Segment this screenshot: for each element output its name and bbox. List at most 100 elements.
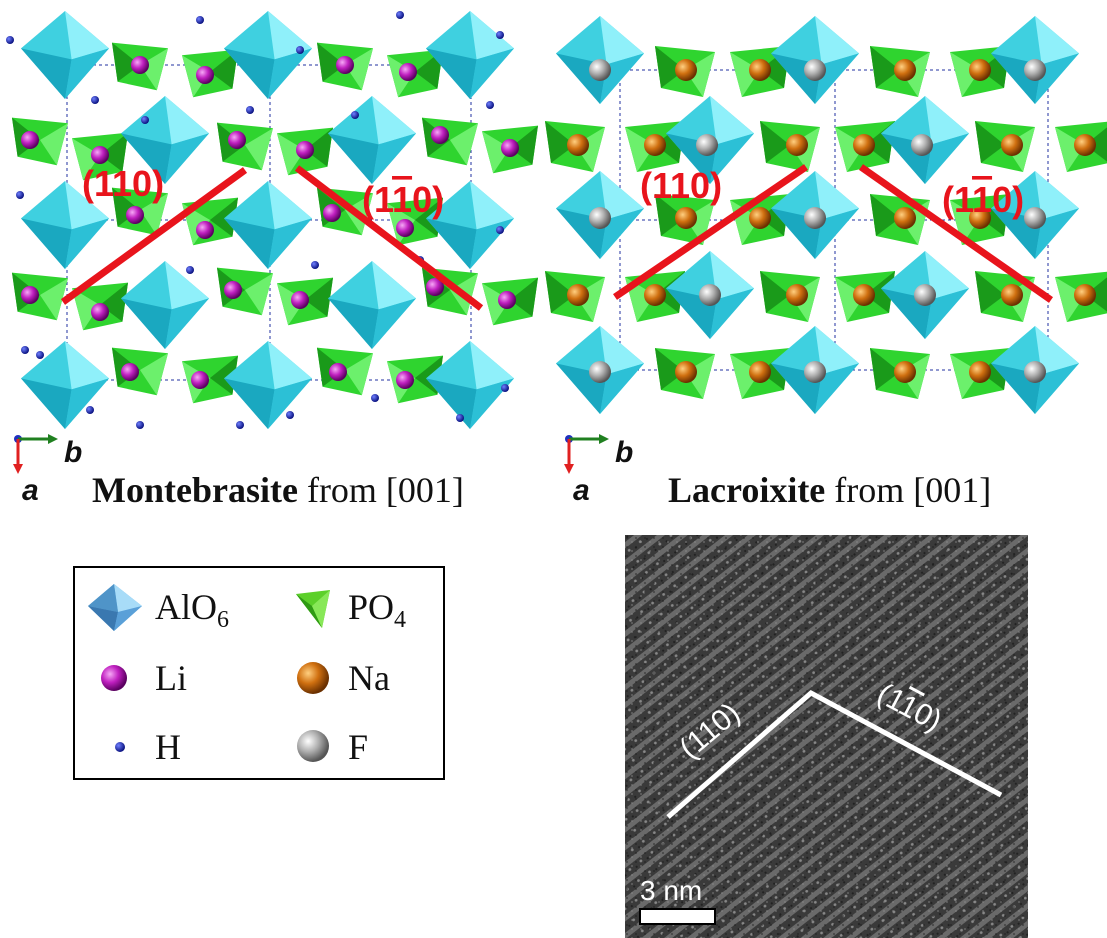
li-atom xyxy=(228,131,246,149)
f-sphere-icon xyxy=(297,730,329,762)
na-atom xyxy=(675,59,697,81)
li-atom xyxy=(498,291,516,309)
f-atom xyxy=(911,134,933,156)
h-atom xyxy=(141,116,149,124)
na-atom xyxy=(969,361,991,383)
li-atom xyxy=(296,141,314,159)
na-atom xyxy=(567,134,589,156)
li-atom xyxy=(21,131,39,149)
montebrasite-axis-indicator: b a xyxy=(13,434,82,507)
li-atom xyxy=(91,146,109,164)
li-sphere-icon xyxy=(101,665,127,691)
po4-tetrahedron xyxy=(835,271,895,322)
lacroixite-plane-1-10-line xyxy=(858,164,1054,303)
h-atom xyxy=(16,191,24,199)
li-atom xyxy=(431,126,449,144)
li-atom xyxy=(91,303,109,321)
lacroixite-plane-1-10-label: (110) xyxy=(942,179,1024,220)
na-atom xyxy=(969,207,991,229)
li-atom xyxy=(191,371,209,389)
montebrasite-caption: Montebrasite from [001] xyxy=(92,470,464,510)
h-atom xyxy=(236,421,244,429)
h-atom xyxy=(496,226,504,234)
scale-bar-label: 3 nm xyxy=(640,875,702,906)
na-atom xyxy=(853,284,875,306)
na-atom xyxy=(786,134,808,156)
overbar-digit: 1 xyxy=(392,179,412,220)
legend: AlO6 PO4 Li Na H F xyxy=(73,566,445,780)
lacroixite-plane-110-line xyxy=(613,164,808,300)
h-atom xyxy=(286,411,294,419)
na-atom xyxy=(969,59,991,81)
f-atom xyxy=(589,361,611,383)
alo6-octahedron xyxy=(556,171,644,259)
alo6-octahedron xyxy=(771,171,859,259)
f-atom xyxy=(804,59,826,81)
li-atom xyxy=(126,206,144,224)
alo6-octahedron xyxy=(426,11,514,99)
lacroixite-axis-indicator: b a xyxy=(564,434,633,507)
h-atom xyxy=(21,346,29,354)
axis-a-label: a xyxy=(22,474,39,507)
alo6-octahedron xyxy=(21,181,109,269)
axis-a-label: a xyxy=(573,474,590,507)
montebrasite-structure xyxy=(6,11,538,429)
tem-plane-lines xyxy=(666,689,1003,819)
alo6-octahedron xyxy=(426,341,514,429)
alo6-octahedron xyxy=(224,181,312,269)
f-atom xyxy=(804,361,826,383)
f-atom xyxy=(699,284,721,306)
li-atom xyxy=(121,363,139,381)
li-atom xyxy=(323,204,341,222)
na-atom xyxy=(786,284,808,306)
po4-tetrahedron xyxy=(12,117,68,166)
alo6-octahedron xyxy=(224,341,312,429)
legend-alo6-label: AlO6 xyxy=(155,587,229,633)
po4-tetrahedron xyxy=(422,117,478,166)
po4-tetrahedron xyxy=(317,42,373,91)
lacroixite-plane-110-label: (110) xyxy=(640,165,722,206)
na-atom xyxy=(749,59,771,81)
f-atom xyxy=(914,284,936,306)
na-atom xyxy=(894,207,916,229)
alo6-octahedron xyxy=(328,261,416,349)
li-atom xyxy=(399,63,417,81)
h-atom xyxy=(196,16,204,24)
na-atom xyxy=(1074,284,1096,306)
alo6-octahedron xyxy=(224,11,312,99)
lacroixite-caption: Lacroixite from [001] xyxy=(668,470,991,510)
na-atom xyxy=(1001,134,1023,156)
h-atom xyxy=(186,266,194,274)
f-atom xyxy=(589,207,611,229)
lacroixite-structure xyxy=(545,16,1107,414)
f-atom xyxy=(589,59,611,81)
f-atom xyxy=(804,207,826,229)
f-atom xyxy=(1024,207,1046,229)
na-atom xyxy=(644,284,666,306)
po4-tetrahedron xyxy=(112,347,168,396)
li-atom xyxy=(396,219,414,237)
na-atom xyxy=(1001,284,1023,306)
axis-b-label: b xyxy=(615,436,633,469)
li-atom xyxy=(336,56,354,74)
h-atom xyxy=(371,394,379,402)
na-atom xyxy=(749,361,771,383)
na-atom xyxy=(894,59,916,81)
h-atom xyxy=(496,31,504,39)
li-atom xyxy=(501,139,519,157)
overbar-digit: 1 xyxy=(972,179,992,220)
na-atom xyxy=(675,207,697,229)
h-atom xyxy=(136,421,144,429)
montebrasite-plane-1-10-line xyxy=(294,165,484,311)
po4-tetrahedron xyxy=(217,122,273,171)
scale-bar xyxy=(639,908,716,925)
na-atom xyxy=(675,361,697,383)
octahedron-icon xyxy=(88,584,142,631)
f-atom xyxy=(696,134,718,156)
tetrahedron-icon xyxy=(296,590,330,628)
legend-f-label: F xyxy=(348,727,368,767)
f-atom xyxy=(1024,59,1046,81)
po4-tetrahedron xyxy=(482,277,538,326)
legend-na-label: Na xyxy=(348,658,390,698)
h-atom xyxy=(396,11,404,19)
